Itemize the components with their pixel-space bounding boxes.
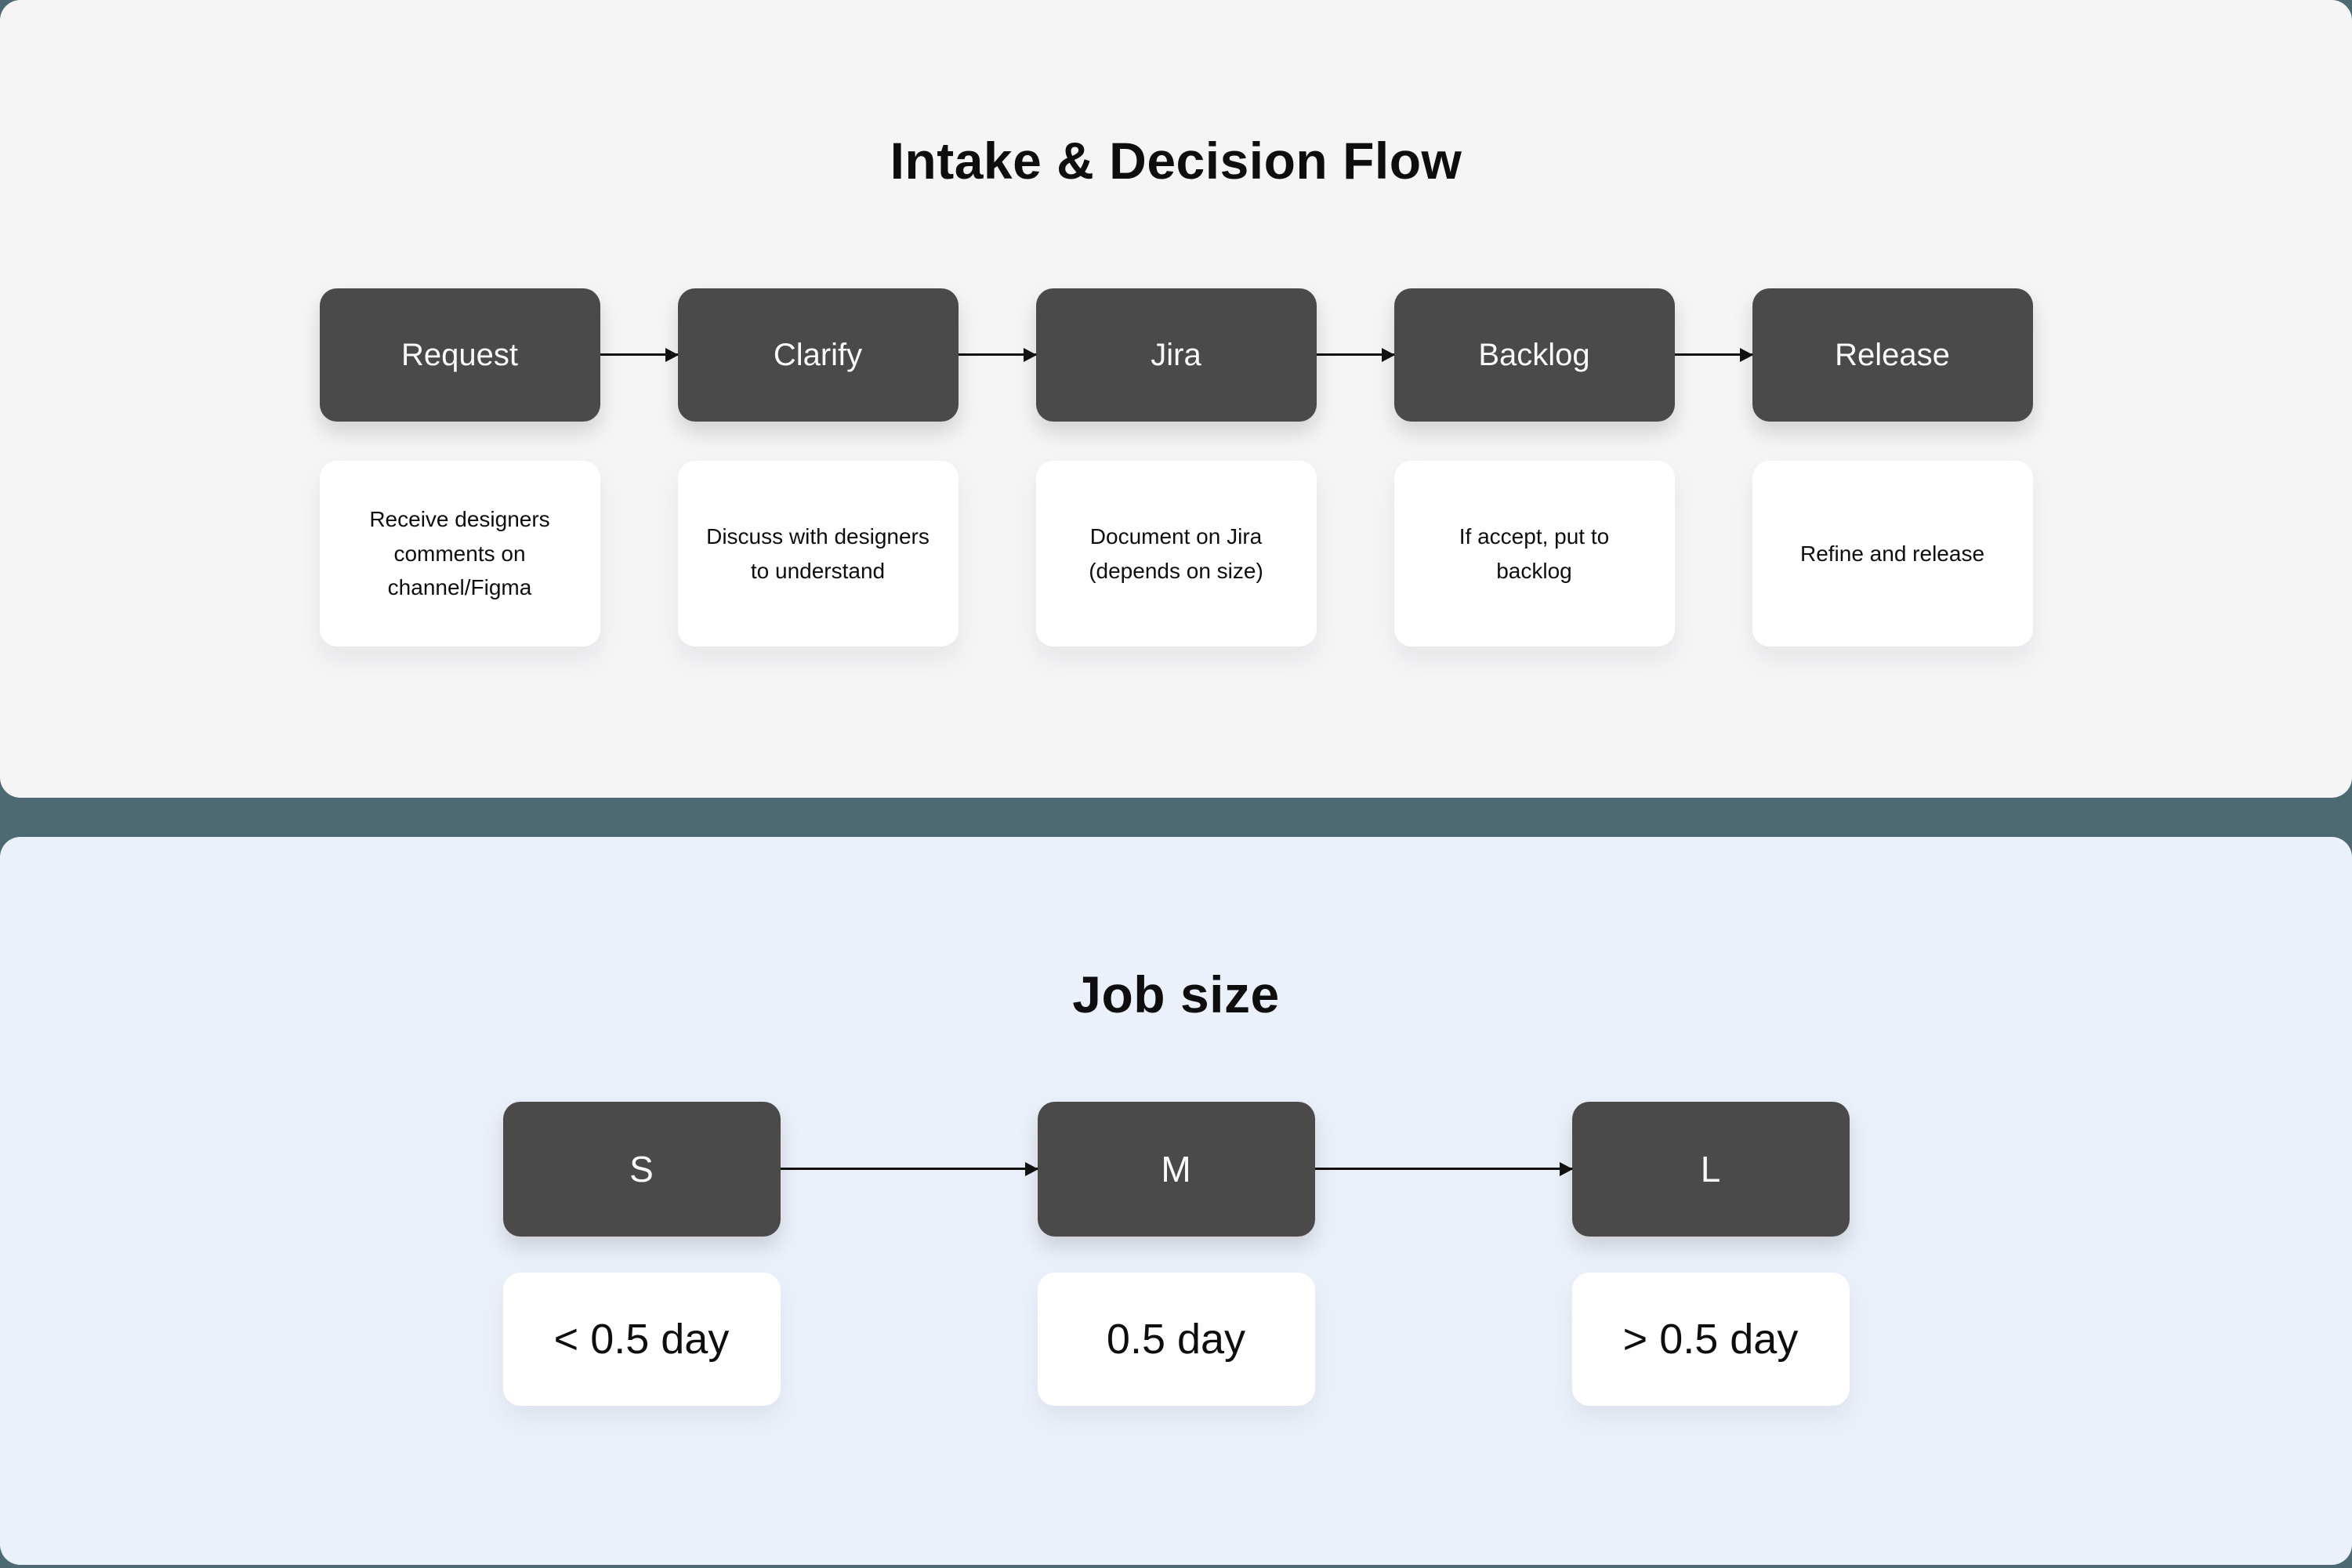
flow-note-card: Refine and release	[1752, 461, 2033, 646]
flow-node: Request	[319, 288, 600, 422]
flow-note-card: If accept, put to backlog	[1393, 461, 1675, 646]
intake-panel-title: Intake & Decision Flow	[890, 132, 1462, 190]
arrow-right-icon	[1314, 1168, 1572, 1170]
flow-node: L	[1571, 1102, 1850, 1237]
job-size-small: S < 0.5 day	[502, 1102, 781, 1406]
job-size-panel: Job size S < 0.5 day M 0.5 day L > 0.5 d…	[0, 837, 2352, 1565]
flow-note-card: Discuss with designers to understand	[677, 461, 959, 646]
arrow-right-icon	[958, 353, 1036, 356]
intake-step-request: Request Receive designers comments on ch…	[319, 288, 600, 646]
flow-node: S	[502, 1102, 781, 1237]
job-size-flow-row: S < 0.5 day M 0.5 day L > 0.5 day	[0, 1102, 2352, 1406]
flow-node: Clarify	[677, 288, 959, 422]
arrow-right-icon	[1674, 353, 1752, 356]
flow-node: Release	[1752, 288, 2033, 422]
flow-note-card: 0.5 day	[1037, 1273, 1315, 1406]
arrow-right-icon	[780, 1168, 1038, 1170]
flow-node: Jira	[1035, 288, 1317, 422]
intake-step-jira: Jira Document on Jira (depends on size)	[1035, 288, 1317, 646]
flow-note-card: < 0.5 day	[502, 1273, 781, 1406]
flow-note-card: > 0.5 day	[1571, 1273, 1850, 1406]
intake-panel: Intake & Decision Flow Request Receive d…	[0, 0, 2352, 798]
flow-note-card: Receive designers comments on channel/Fi…	[319, 461, 600, 646]
flow-node: Backlog	[1393, 288, 1675, 422]
intake-flow-row: Request Receive designers comments on ch…	[0, 288, 2352, 646]
flow-note-card: Document on Jira (depends on size)	[1035, 461, 1317, 646]
intake-step-release: Release Refine and release	[1752, 288, 2033, 646]
job-size-large: L > 0.5 day	[1571, 1102, 1850, 1406]
intake-step-backlog: Backlog If accept, put to backlog	[1393, 288, 1675, 646]
intake-step-clarify: Clarify Discuss with designers to unders…	[677, 288, 959, 646]
job-size-medium: M 0.5 day	[1037, 1102, 1315, 1406]
flow-node: M	[1037, 1102, 1315, 1237]
arrow-right-icon	[1316, 353, 1394, 356]
job-size-panel-title: Job size	[1072, 965, 1280, 1023]
arrow-right-icon	[600, 353, 678, 356]
